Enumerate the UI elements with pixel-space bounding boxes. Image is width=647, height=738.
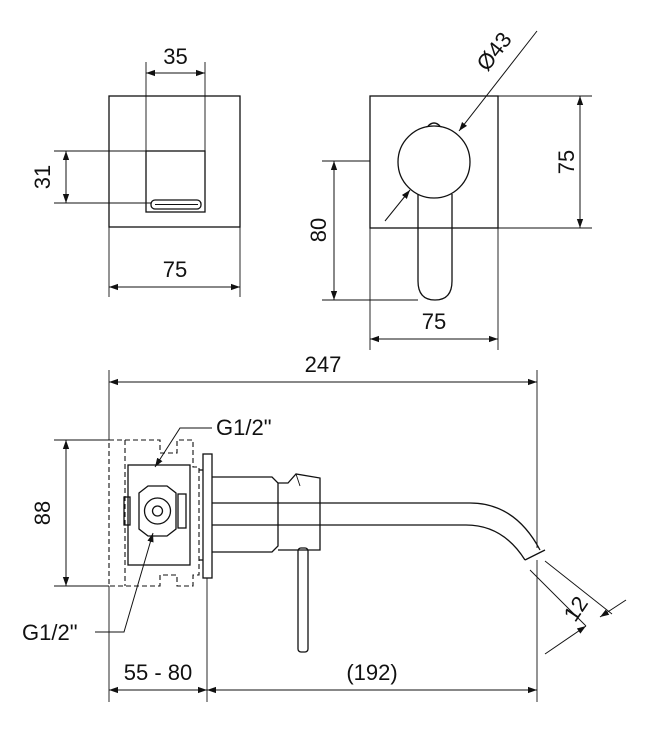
spout bbox=[212, 502, 541, 551]
concealed-box-outline bbox=[108, 439, 200, 587]
dim-text-75-front: 75 bbox=[163, 257, 187, 282]
valve-body bbox=[127, 464, 191, 566]
lever-handle bbox=[417, 194, 453, 301]
dim-line-diameter bbox=[458, 30, 538, 132]
mixer-body bbox=[212, 476, 279, 553]
dim-line-12 bbox=[544, 625, 587, 655]
valve-port bbox=[143, 497, 172, 525]
side-plate bbox=[369, 95, 499, 229]
thread-bottom-label: G1/2" bbox=[22, 620, 78, 645]
profile-view: 247 88 G1/2" G1/2" bbox=[22, 352, 627, 702]
dim-text-diameter: Ø43 bbox=[471, 27, 516, 75]
thread-bottom-leader bbox=[95, 532, 154, 633]
aerator-slot bbox=[150, 199, 202, 210]
front-plate bbox=[108, 95, 241, 228]
dim-text-192: (192) bbox=[346, 660, 397, 685]
side-view: Ø43 75 80 75 bbox=[306, 27, 592, 350]
dim-text-247: 247 bbox=[305, 352, 342, 377]
dim-text-31: 31 bbox=[30, 165, 55, 189]
lever-profile bbox=[297, 547, 309, 653]
thread-top-label: G1/2" bbox=[216, 415, 272, 440]
dim-text-12: 12 bbox=[559, 592, 593, 626]
dim-text-35: 35 bbox=[163, 44, 187, 69]
dim-text-88: 88 bbox=[30, 501, 55, 525]
cartridge-housing bbox=[278, 473, 321, 551]
wall-flange bbox=[202, 453, 213, 579]
dim-text-55-80: 55 - 80 bbox=[124, 660, 193, 685]
front-view: 35 31 75 bbox=[30, 44, 241, 297]
thread-top-leader bbox=[154, 427, 212, 468]
dim-text-80: 80 bbox=[306, 218, 331, 242]
dim-text-75-side-h: 75 bbox=[422, 309, 446, 334]
valve-hex-nut bbox=[138, 485, 177, 537]
spout-opening bbox=[145, 150, 206, 213]
dim-text-75-side-v: 75 bbox=[554, 150, 579, 174]
lever-disc bbox=[397, 125, 471, 199]
